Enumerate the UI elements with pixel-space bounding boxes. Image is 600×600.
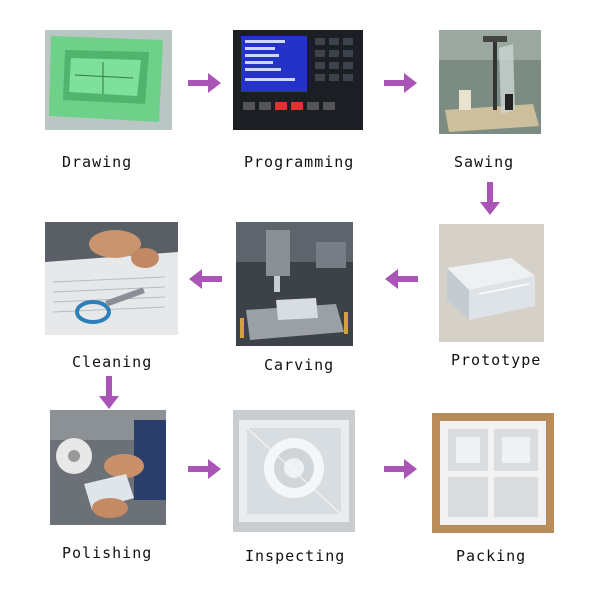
programming-label: Programming bbox=[244, 153, 355, 171]
polishing-image bbox=[50, 410, 166, 525]
carving-cnc-picture bbox=[236, 222, 353, 346]
arrow-icon bbox=[384, 72, 418, 94]
inspecting-image bbox=[233, 410, 355, 532]
inspecting-label: Inspecting bbox=[245, 547, 346, 565]
polishing-label: Polishing bbox=[62, 544, 153, 562]
arrow-icon bbox=[479, 182, 501, 216]
sawing-machine-picture bbox=[439, 30, 541, 134]
arrow-icon bbox=[188, 268, 222, 290]
packing-box-picture bbox=[432, 413, 554, 533]
cleaning-hands-picture bbox=[45, 222, 178, 335]
arrow-icon bbox=[188, 458, 222, 480]
packing-label: Packing bbox=[456, 547, 527, 565]
sawing-image bbox=[439, 30, 541, 134]
prototype-label: Prototype bbox=[451, 351, 542, 369]
carving-image bbox=[236, 222, 353, 346]
cleaning-image bbox=[45, 222, 178, 335]
carving-label: Carving bbox=[264, 356, 335, 374]
drawing-image bbox=[45, 30, 172, 130]
packing-image bbox=[432, 413, 554, 533]
programming-image bbox=[233, 30, 363, 130]
drawing-cad-picture bbox=[45, 30, 172, 130]
prototype-block-picture bbox=[439, 224, 544, 342]
sawing-label: Sawing bbox=[454, 153, 515, 171]
arrow-icon bbox=[188, 72, 222, 94]
programming-controller-picture bbox=[233, 30, 363, 130]
prototype-image bbox=[439, 224, 544, 342]
arrow-icon bbox=[98, 376, 120, 410]
arrow-icon bbox=[384, 268, 418, 290]
drawing-label: Drawing bbox=[62, 153, 133, 171]
arrow-icon bbox=[384, 458, 418, 480]
inspecting-block-picture bbox=[233, 410, 355, 532]
polishing-wheel-picture bbox=[50, 410, 166, 525]
cleaning-label: Cleaning bbox=[72, 353, 153, 371]
